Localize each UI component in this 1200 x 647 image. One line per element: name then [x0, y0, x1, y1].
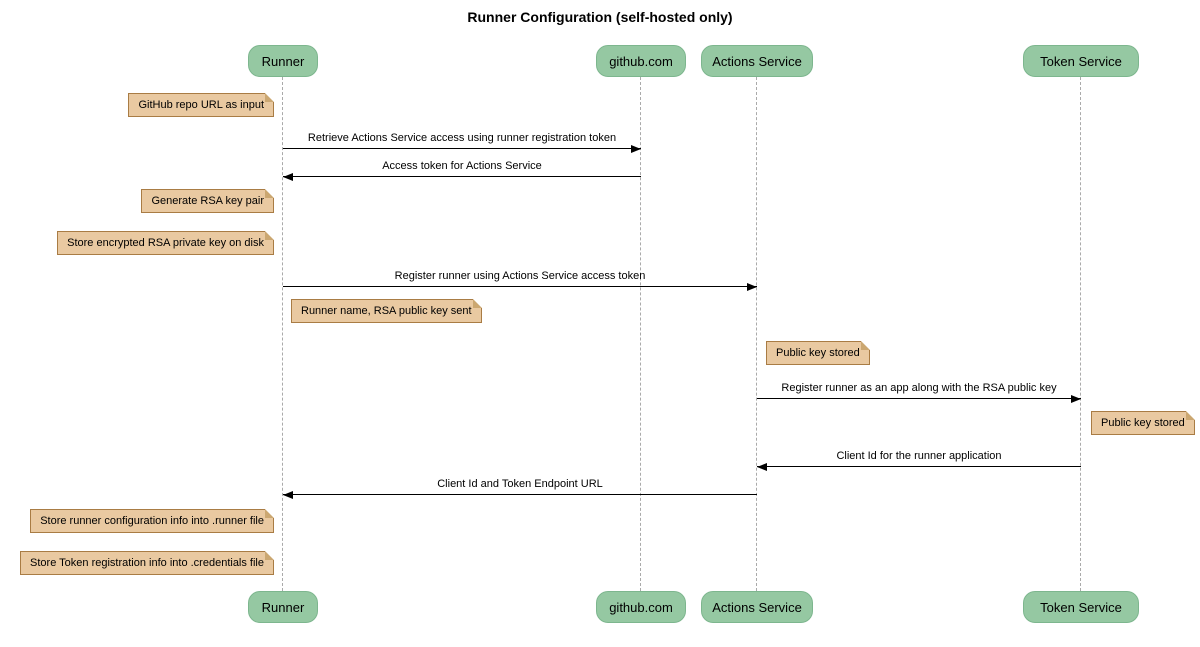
- participant-actions-service-top: Actions Service: [701, 45, 813, 77]
- message-line: [283, 173, 641, 181]
- note-generate-rsa: Generate RSA key pair: [141, 189, 274, 213]
- participant-actions-service-bottom: Actions Service: [701, 591, 813, 623]
- note-store-runner-file: Store runner configuration info into .ru…: [30, 509, 274, 533]
- arrowhead-right-icon: [747, 283, 757, 291]
- arrowhead-left-icon: [283, 173, 293, 181]
- participant-token-service-top: Token Service: [1023, 45, 1139, 77]
- message-line: [283, 283, 757, 291]
- message-line: [757, 463, 1081, 471]
- lifeline-github: [640, 77, 641, 591]
- message-label: Client Id and Token Endpoint URL: [437, 478, 603, 490]
- message-client-id: Client Id for the runner application: [757, 449, 1081, 471]
- participant-token-service-bottom: Token Service: [1023, 591, 1139, 623]
- message-line: [757, 395, 1081, 403]
- message-label: Register runner as an app along with the…: [781, 382, 1057, 394]
- message-label: Access token for Actions Service: [382, 160, 542, 172]
- note-runner-name-sent: Runner name, RSA public key sent: [291, 299, 482, 323]
- note-public-key-stored-actions: Public key stored: [766, 341, 870, 365]
- message-label: Client Id for the runner application: [836, 450, 1002, 462]
- message-register-app: Register runner as an app along with the…: [757, 381, 1081, 403]
- message-label: Retrieve Actions Service access using ru…: [307, 132, 617, 144]
- participant-github-top: github.com: [596, 45, 686, 77]
- note-public-key-stored-token: Public key stored: [1091, 411, 1195, 435]
- lifeline-runner: [282, 77, 283, 591]
- note-store-credentials-file: Store Token registration info into .cred…: [20, 551, 274, 575]
- participant-github-bottom: github.com: [596, 591, 686, 623]
- arrowhead-left-icon: [283, 491, 293, 499]
- lifeline-token-service: [1080, 77, 1081, 591]
- message-label: Register runner using Actions Service ac…: [394, 270, 646, 282]
- lifeline-actions-service: [756, 77, 757, 591]
- message-line: [283, 491, 757, 499]
- participant-runner-top: Runner: [248, 45, 318, 77]
- message-client-id-endpoint: Client Id and Token Endpoint URL: [283, 477, 757, 499]
- message-line: [283, 145, 641, 153]
- message-retrieve-access: Retrieve Actions Service access using ru…: [283, 131, 641, 153]
- arrowhead-right-icon: [1071, 395, 1081, 403]
- message-access-token: Access token for Actions Service: [283, 159, 641, 181]
- note-github-repo-url: GitHub repo URL as input: [128, 93, 274, 117]
- arrowhead-right-icon: [631, 145, 641, 153]
- arrowhead-left-icon: [757, 463, 767, 471]
- message-register-runner: Register runner using Actions Service ac…: [283, 269, 757, 291]
- diagram-title: Runner Configuration (self-hosted only): [467, 9, 733, 25]
- note-store-private-key: Store encrypted RSA private key on disk: [57, 231, 274, 255]
- participant-runner-bottom: Runner: [248, 591, 318, 623]
